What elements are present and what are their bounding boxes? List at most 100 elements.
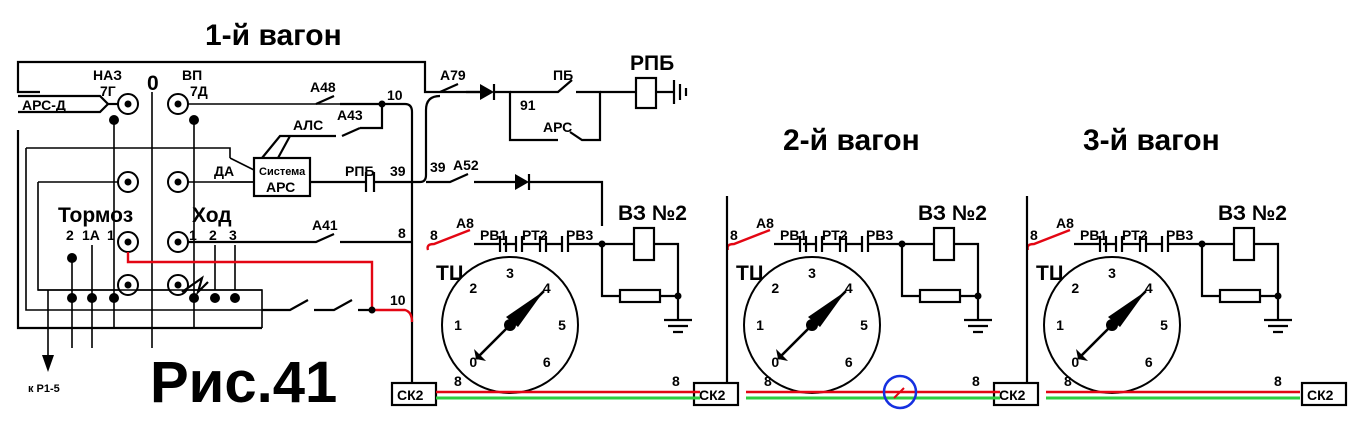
label-als: АЛС bbox=[293, 117, 323, 133]
label-a41: А41 bbox=[312, 217, 338, 233]
label-8: 8 bbox=[430, 227, 438, 243]
ck2-box-1: СК2 bbox=[390, 381, 438, 407]
ck2-box-2: СК2 bbox=[692, 381, 740, 407]
gauge-tick-3: 3 bbox=[1108, 265, 1116, 281]
resistor bbox=[618, 288, 662, 304]
car-2-brake-circuit: 8 А8 РВ1 РТ2 РВ3 ВЗ №2 ТЦ bbox=[726, 202, 992, 334]
ars-system-label-1: Система bbox=[259, 166, 306, 178]
label-rpb: РПБ bbox=[345, 163, 374, 179]
label-rt2: РТ2 bbox=[1122, 227, 1148, 243]
label-a8: А8 bbox=[1056, 215, 1074, 231]
vz2-coil bbox=[1232, 226, 1256, 262]
train-wire-label: 8 bbox=[764, 373, 772, 389]
train-line bbox=[436, 374, 1300, 410]
gauge-tick-6: 6 bbox=[845, 354, 853, 370]
label-rv1: РВ1 bbox=[1080, 227, 1107, 243]
resistor bbox=[1218, 288, 1262, 304]
car-3-brake-circuit: 8 А8 РВ1 РТ2 РВ3 ВЗ №2 ТЦ bbox=[1026, 202, 1292, 334]
figure-label: Рис.41 bbox=[150, 350, 337, 415]
label-39-right: 39 bbox=[430, 159, 446, 175]
gauge-tick-6: 6 bbox=[543, 354, 551, 370]
gauge-tick-3: 3 bbox=[808, 265, 816, 281]
label-tc: ТЦ bbox=[1036, 262, 1065, 285]
label-h3: 3 bbox=[229, 227, 237, 243]
label-8: 8 bbox=[1030, 227, 1038, 243]
gauge-tick-2: 2 bbox=[771, 280, 779, 296]
train-wire-label: 8 bbox=[454, 373, 462, 389]
ck2-box-3: СК2 bbox=[992, 381, 1040, 407]
label-pb: ПБ bbox=[553, 67, 573, 83]
ck2-label: СК2 bbox=[397, 387, 424, 403]
rpb-coil bbox=[634, 76, 658, 110]
gauge-tick-0: 0 bbox=[771, 354, 779, 370]
label-rt2: РТ2 bbox=[522, 227, 548, 243]
label-8: 8 bbox=[730, 227, 738, 243]
label-a52: А52 bbox=[453, 157, 479, 173]
train-wire-label: 8 bbox=[972, 373, 980, 389]
gauge-tick-5: 5 bbox=[860, 317, 868, 333]
label-hod: Ход bbox=[192, 204, 232, 227]
gauge-tick-2: 2 bbox=[1071, 280, 1079, 296]
gauge-tick-5: 5 bbox=[558, 317, 566, 333]
label-a8: А8 bbox=[456, 215, 474, 231]
label-ars-d: АРС-Д bbox=[22, 97, 66, 113]
label-naz: НАЗ bbox=[93, 67, 122, 83]
label-tc: ТЦ bbox=[736, 262, 765, 285]
label-rpb-coil: РПБ bbox=[630, 52, 674, 75]
label-rv1: РВ1 bbox=[780, 227, 807, 243]
label-rv3: РВ3 bbox=[1166, 227, 1193, 243]
label-vz2: ВЗ №2 bbox=[1218, 202, 1287, 225]
resistor bbox=[918, 288, 962, 304]
label-39-left: 39 bbox=[390, 163, 406, 179]
car-3-title: 3-й вагон bbox=[1083, 124, 1220, 157]
ck2-label: СК2 bbox=[999, 387, 1026, 403]
gauge-tick-1: 1 bbox=[454, 317, 462, 333]
label-8-left: 8 bbox=[398, 225, 406, 241]
label-10-top: 10 bbox=[387, 87, 403, 103]
gauge-tick-0: 0 bbox=[1071, 354, 1079, 370]
ars-system-label-2: АРС bbox=[266, 179, 295, 195]
car-1-brake-circuit: 8 А8 РВ1 РТ2 РВ3 ВЗ №2 ТЦ bbox=[426, 202, 692, 334]
gauge-tick-4: 4 bbox=[845, 280, 853, 296]
label-rv3: РВ3 bbox=[866, 227, 893, 243]
label-tc: ТЦ bbox=[436, 262, 465, 285]
label-a8: А8 bbox=[756, 215, 774, 231]
car-1-title: 1-й вагон bbox=[205, 19, 342, 52]
gauge-tick-4: 4 bbox=[543, 280, 551, 296]
label-vp: ВП bbox=[182, 67, 202, 83]
label-zero: 0 bbox=[147, 72, 159, 95]
car-circuits: 2-й вагон 3-й вагон 8 А8 РВ1 РТ2 РВ3 ВЗ … bbox=[426, 124, 1220, 334]
label-t1: 1 bbox=[107, 227, 115, 243]
gauge-tick-0: 0 bbox=[469, 354, 477, 370]
train-wire-label: 8 bbox=[1064, 373, 1072, 389]
fault-marker bbox=[882, 374, 918, 410]
label-a48: А48 bbox=[310, 79, 336, 95]
label-a43: А43 bbox=[337, 107, 363, 123]
label-7g: 7Г bbox=[100, 83, 116, 99]
label-t2: 2 bbox=[66, 227, 74, 243]
label-da: ДА bbox=[214, 163, 234, 179]
label-a79: А79 bbox=[440, 67, 466, 83]
label-vz2: ВЗ №2 bbox=[618, 202, 687, 225]
label-h2: 2 bbox=[209, 227, 217, 243]
gauge-tick-3: 3 bbox=[506, 265, 514, 281]
label-rv3: РВ3 bbox=[566, 227, 593, 243]
ck2-box-4: СК2 bbox=[1300, 381, 1348, 407]
train-wire-label: 8 bbox=[1274, 373, 1282, 389]
label-to-r1-5: к Р1-5 bbox=[28, 383, 60, 395]
car-2-title: 2-й вагон bbox=[783, 124, 920, 157]
train-wire-label: 8 bbox=[672, 373, 680, 389]
label-ars-contact: АРС bbox=[543, 119, 572, 135]
gauge-tick-5: 5 bbox=[1160, 317, 1168, 333]
car-1: 1-й вагон АРС-Д НАЗ 7Г 0 ВП 7Д А48 10 bbox=[16, 19, 688, 395]
gauge-tick-4: 4 bbox=[1145, 280, 1153, 296]
label-10-bottom: 10 bbox=[390, 292, 406, 308]
label-rt2: РТ2 bbox=[822, 227, 848, 243]
vz2-coil bbox=[932, 226, 956, 262]
label-tormoz: Тормоз bbox=[58, 204, 133, 227]
label-7d: 7Д bbox=[190, 83, 208, 99]
